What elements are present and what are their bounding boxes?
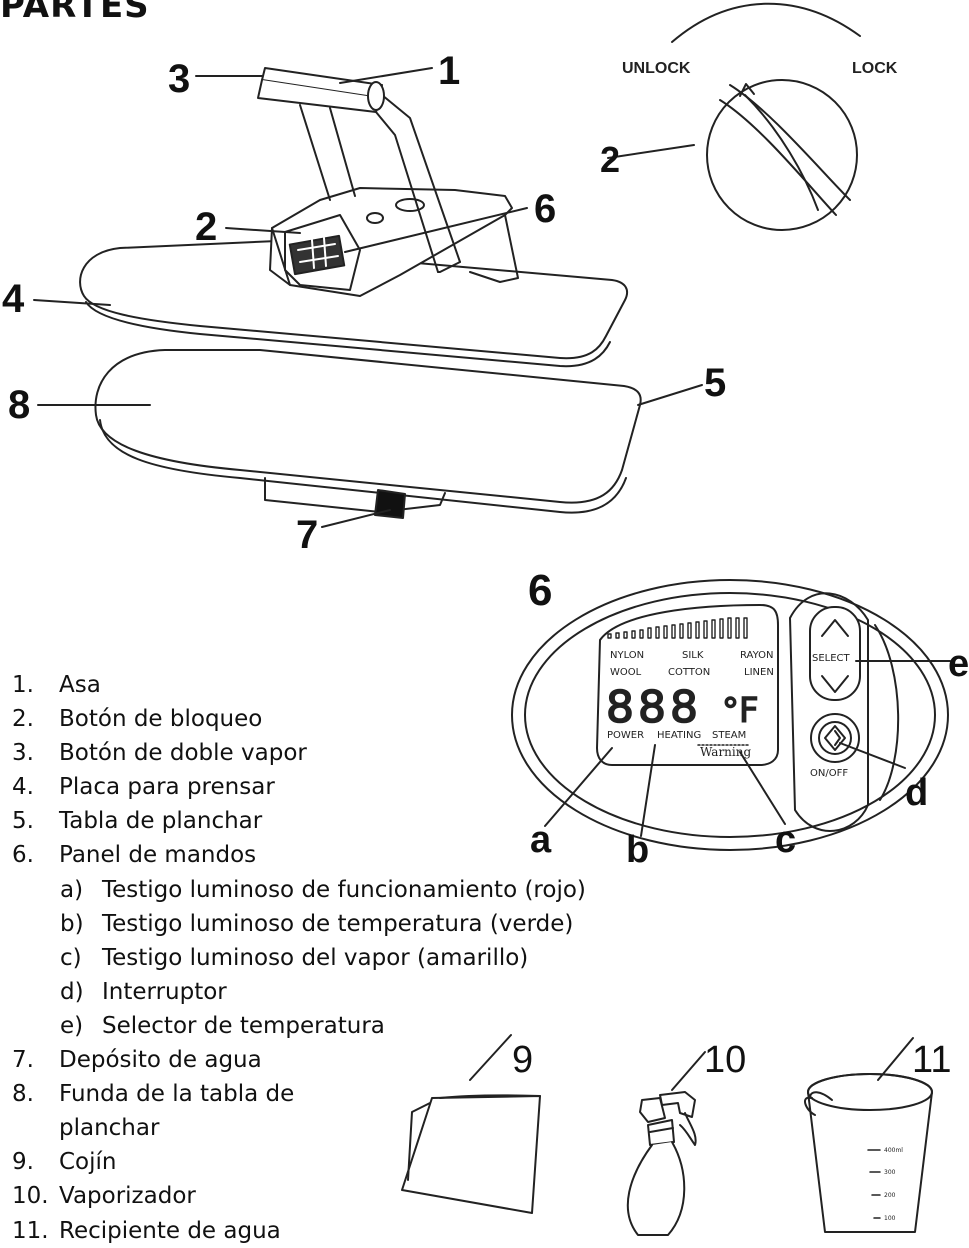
parts-list-item: 9.Cojín [12,1149,117,1176]
lcd-linen: LINEN [744,667,774,678]
cup-mark-100: 100 [884,1215,896,1222]
parts-list-item: 7.Depósito de agua [12,1047,262,1074]
onoff-label: ON/OFF [810,768,848,779]
dial-unlock-label: UNLOCK [622,60,691,77]
callout-2: 2 [195,205,217,249]
lcd-steam: STEAM [712,730,746,741]
callout-3: 3 [168,57,190,101]
callout-b: b [626,829,649,871]
callout-d: d [905,772,928,814]
parts-sublist-item: b)Testigo luminoso de temperatura (verde… [60,910,574,937]
lock-dial-illustration [607,2,861,231]
cup-mark-400: 400ml [884,1147,903,1154]
lcd-heating: HEATING [657,730,701,741]
callout-8: 8 [8,383,30,427]
lcd-rayon: RAYON [740,650,774,661]
parts-list-item-continuation: planchar [59,1115,160,1142]
parts-list-item: 8.Funda de la tabla de [12,1081,295,1108]
cushion-illustration [401,1034,541,1214]
lcd-unit: °F [722,691,759,731]
callout-11: 11 [912,1039,951,1081]
steam-press-illustration [79,67,642,519]
parts-sublist-item: e)Selector de temperatura [60,1012,385,1039]
lcd-cotton: COTTON [668,667,710,678]
callout-5: 5 [704,361,726,405]
callout-1: 1 [438,49,460,93]
callout-c: c [775,819,796,861]
ironing-board [94,349,642,504]
cup-mark-300: 300 [884,1169,896,1176]
lcd-silk: SILK [682,650,704,661]
callout-e: e [948,643,969,685]
callout-6: 6 [534,187,556,231]
panel-callout-6: 6 [528,566,552,615]
lcd-digits: 888 [606,682,702,733]
pressing-plate [79,239,629,360]
dial-lock-label: LOCK [852,60,898,77]
cup-mark-200: 200 [884,1192,896,1199]
parts-list-item: 1.Asa [12,672,101,698]
parts-list-item: 5.Tabla de planchar [12,808,263,835]
lcd-nylon: NYLON [610,650,644,661]
parts-list-item: 6.Panel de mandos [12,842,257,869]
water-cup-illustration [804,1037,933,1233]
parts-list-item: 2.Botón de bloqueo [12,706,263,733]
parts-list-item: 4.Placa para prensar [12,774,275,801]
control-panel-illustration [511,579,951,851]
page-title: PARTES [0,0,150,26]
callout-a: a [530,819,552,861]
parts-list-item: 3.Botón de doble vapor [12,740,307,767]
lcd-warning: Warning [700,745,751,759]
callout-10: 10 [704,1039,746,1081]
spray-bottle-illustration [626,1051,706,1236]
parts-sublist-item: a)Testigo luminoso de funcionamiento (ro… [60,876,586,903]
lcd-wool: WOOL [610,667,642,678]
parts-list-item: 11.Recipiente de agua [12,1217,281,1244]
callout-4: 4 [2,277,25,321]
callout-7: 7 [296,513,318,557]
parts-sublist-item: c)Testigo luminoso del vapor (amarillo) [60,944,529,971]
parts-list: 1.Asa 2.Botón de bloqueo 3.Botón de dobl… [12,668,586,1248]
parts-sublist-item: d)Interruptor [60,978,227,1005]
dial-callout-2: 2 [600,139,620,180]
select-label: SELECT [812,653,851,664]
callout-9: 9 [512,1039,533,1081]
lcd-power: POWER [607,730,644,741]
parts-list-item: 10.Vaporizador [12,1183,196,1210]
